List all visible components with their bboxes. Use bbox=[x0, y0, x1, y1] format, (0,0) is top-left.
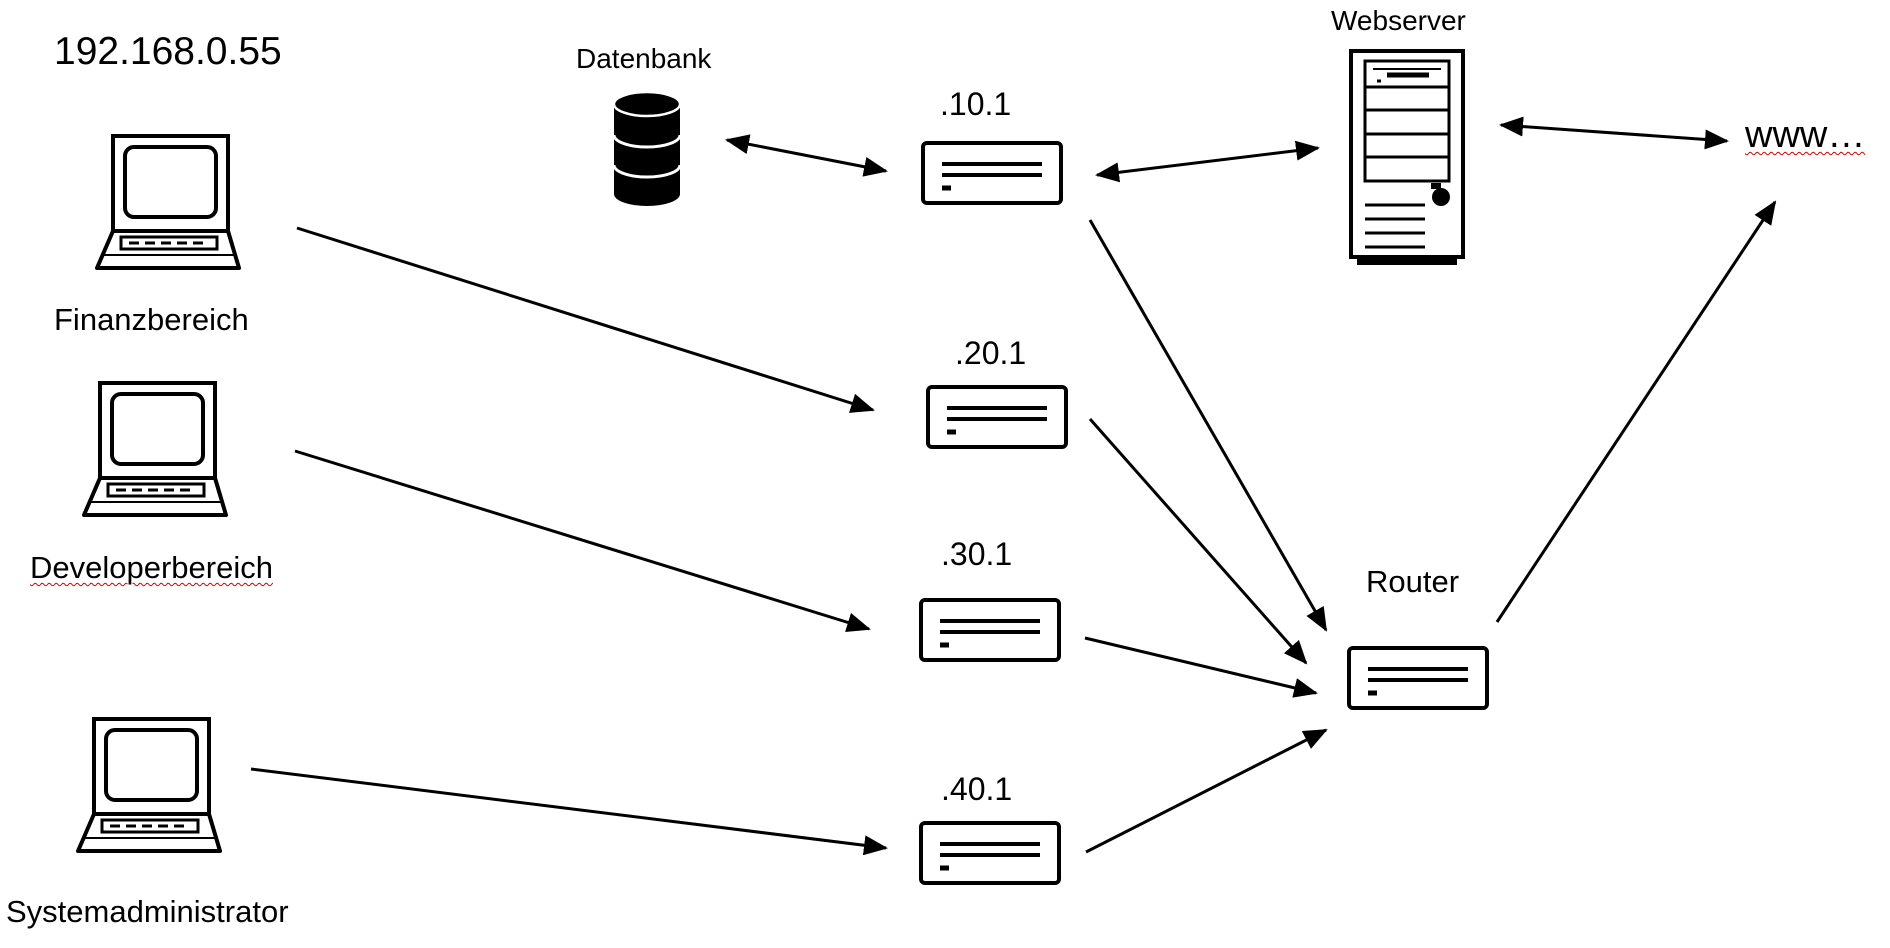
internet-label: www… bbox=[1745, 114, 1866, 156]
switch-icon bbox=[1349, 648, 1487, 708]
ip-address-label: 192.168.0.55 bbox=[54, 30, 282, 73]
switch-icon bbox=[921, 600, 1059, 660]
subnet-label-10: .10.1 bbox=[940, 86, 1012, 122]
subnet-label-30: .30.1 bbox=[941, 536, 1013, 572]
link-subnet-40-to-router bbox=[1085, 728, 1328, 854]
client-label-systemadministrator: Systemadministrator bbox=[6, 894, 289, 929]
link-subnet-30-to-router bbox=[1084, 636, 1318, 698]
switch-icon bbox=[923, 143, 1061, 203]
link-developerbereich-to-subnet-30 bbox=[294, 449, 871, 633]
link-finanzbereich-to-subnet-20 bbox=[296, 226, 875, 413]
laptop-icon bbox=[82, 381, 228, 517]
link-subnet-20-to-router bbox=[1088, 418, 1308, 665]
link-webserver-to-internet bbox=[1499, 116, 1729, 150]
server-tower-icon bbox=[1351, 51, 1463, 265]
router-label: Router bbox=[1366, 564, 1460, 599]
subnet-label-20: .20.1 bbox=[955, 335, 1027, 371]
database-label: Datenbank bbox=[576, 43, 712, 74]
link-router-to-internet bbox=[1495, 200, 1777, 623]
laptop-icon bbox=[95, 134, 241, 270]
laptop-icon bbox=[76, 717, 222, 853]
webserver-label: Webserver bbox=[1331, 5, 1466, 36]
link-subnet-10-to-webserver bbox=[1095, 140, 1320, 183]
subnet-label-40: .40.1 bbox=[941, 771, 1013, 807]
client-label-developerbereich: Developerbereich bbox=[30, 550, 273, 585]
database-icon bbox=[612, 90, 682, 208]
client-label-finanzbereich: Finanzbereich bbox=[54, 302, 249, 337]
link-subnet-10-to-router bbox=[1088, 219, 1328, 632]
link-database-to-subnet-10 bbox=[725, 134, 888, 177]
switch-icon bbox=[928, 387, 1066, 447]
switch-icon bbox=[921, 823, 1059, 883]
link-systemadministrator-to-subnet-40 bbox=[250, 767, 888, 856]
